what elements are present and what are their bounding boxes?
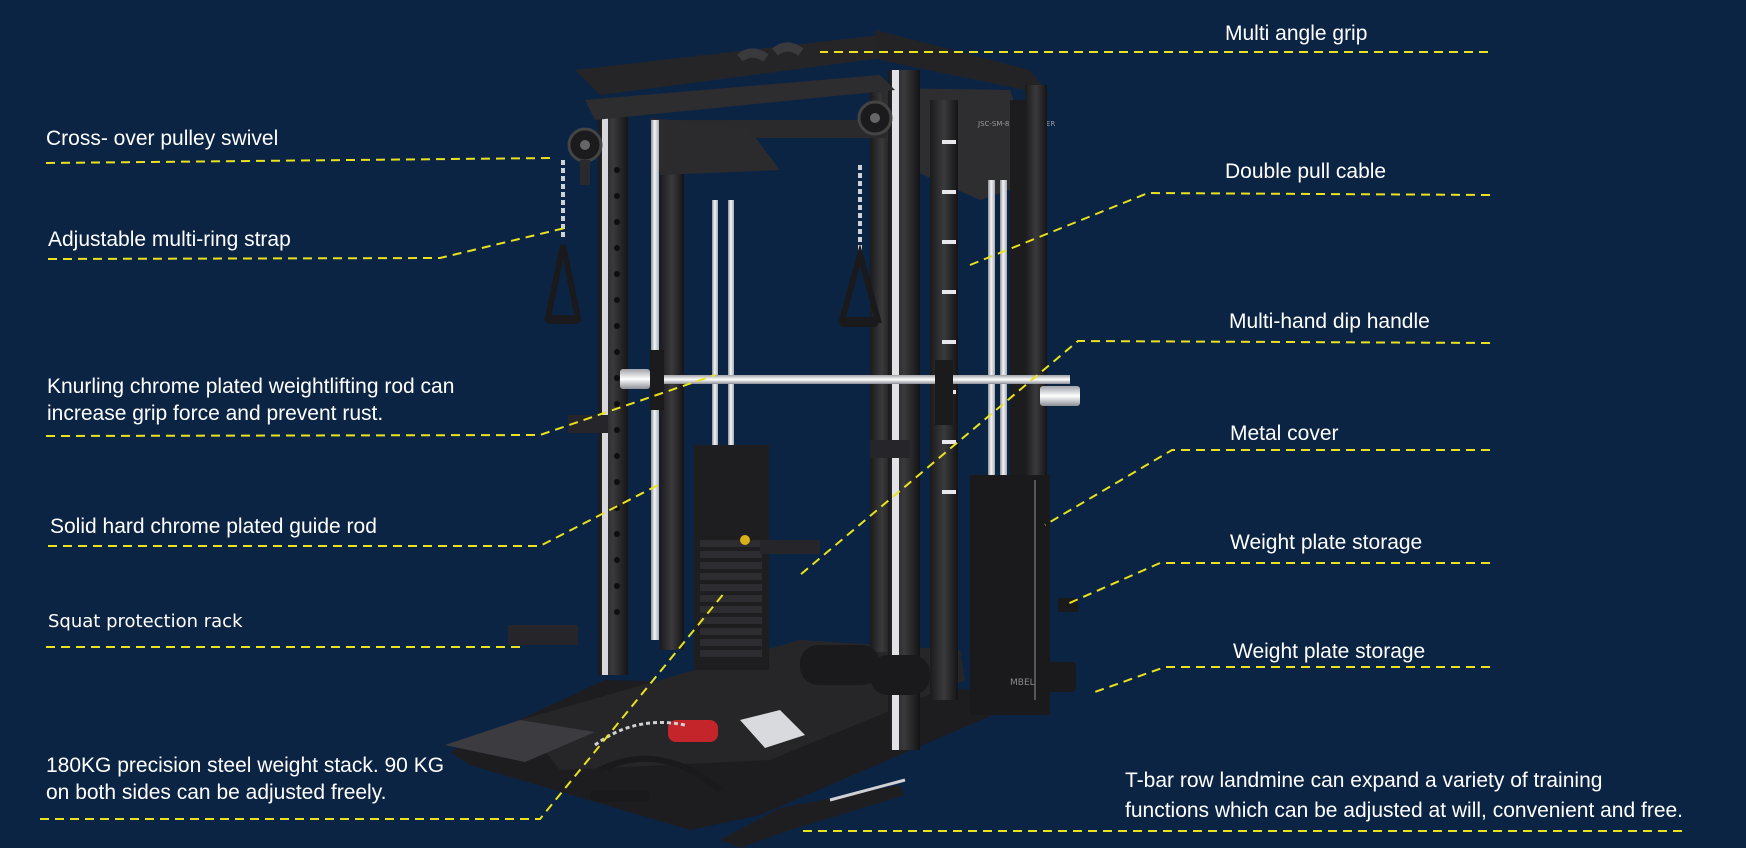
label-weight-plate-storage-lower: Weight plate storage <box>1233 640 1426 663</box>
leader-double-pull-cable <box>969 191 1491 266</box>
label-metal-cover: Metal cover <box>1230 422 1339 445</box>
label-squat-protection-rack: Squat protection rack <box>48 611 243 632</box>
label-multi-hand-dip-handle: Multi-hand dip handle <box>1229 310 1430 333</box>
leader-dip-handle <box>799 339 1491 576</box>
label-weight-stack-line1: 180KG precision steel weight stack. 90 K… <box>46 754 445 777</box>
leader-knurling-rod <box>45 374 716 437</box>
label-adjustable-multi-ring-strap: Adjustable multi-ring strap <box>48 228 291 251</box>
machine-frame: JSC-SM-8500 TRAINER <box>445 30 1080 848</box>
weight-stack <box>694 445 769 670</box>
label-guide-rod: Solid hard chrome plated guide rod <box>50 515 377 538</box>
leader-crossover-pulley <box>45 157 556 164</box>
label-tbar-line2: functions which can be adjusted at will,… <box>1125 799 1684 822</box>
label-weight-stack-line2: on both sides can be adjusted freely. <box>46 781 387 804</box>
label-weight-plate-storage-upper: Weight plate storage <box>1230 531 1423 554</box>
barbell <box>620 350 1080 425</box>
leader-multi-ring-strap <box>47 227 566 260</box>
label-crossover-pulley-swivel: Cross- over pulley swivel <box>46 127 279 150</box>
upright-holes-left <box>614 167 620 615</box>
label-multi-angle-grip: Multi angle grip <box>1225 22 1368 45</box>
leader-weight-stack <box>40 591 726 820</box>
pulley-right <box>857 100 893 136</box>
label-double-pull-cable: Double pull cable <box>1225 160 1387 183</box>
label-tbar-line1: T-bar row landmine can expand a variety … <box>1125 769 1603 792</box>
pulley-left <box>567 127 603 185</box>
label-knurling-rod-line1: Knurling chrome plated weightlifting rod… <box>47 375 455 398</box>
label-knurling-rod-line2: increase grip force and prevent rust. <box>47 402 384 425</box>
machine-badge: MBEL <box>1010 678 1035 688</box>
leader-plate-storage-lower <box>1091 666 1490 694</box>
leader-metal-cover <box>1044 449 1490 526</box>
leader-lines <box>40 51 1682 832</box>
leader-plate-storage-upper <box>1064 562 1490 606</box>
